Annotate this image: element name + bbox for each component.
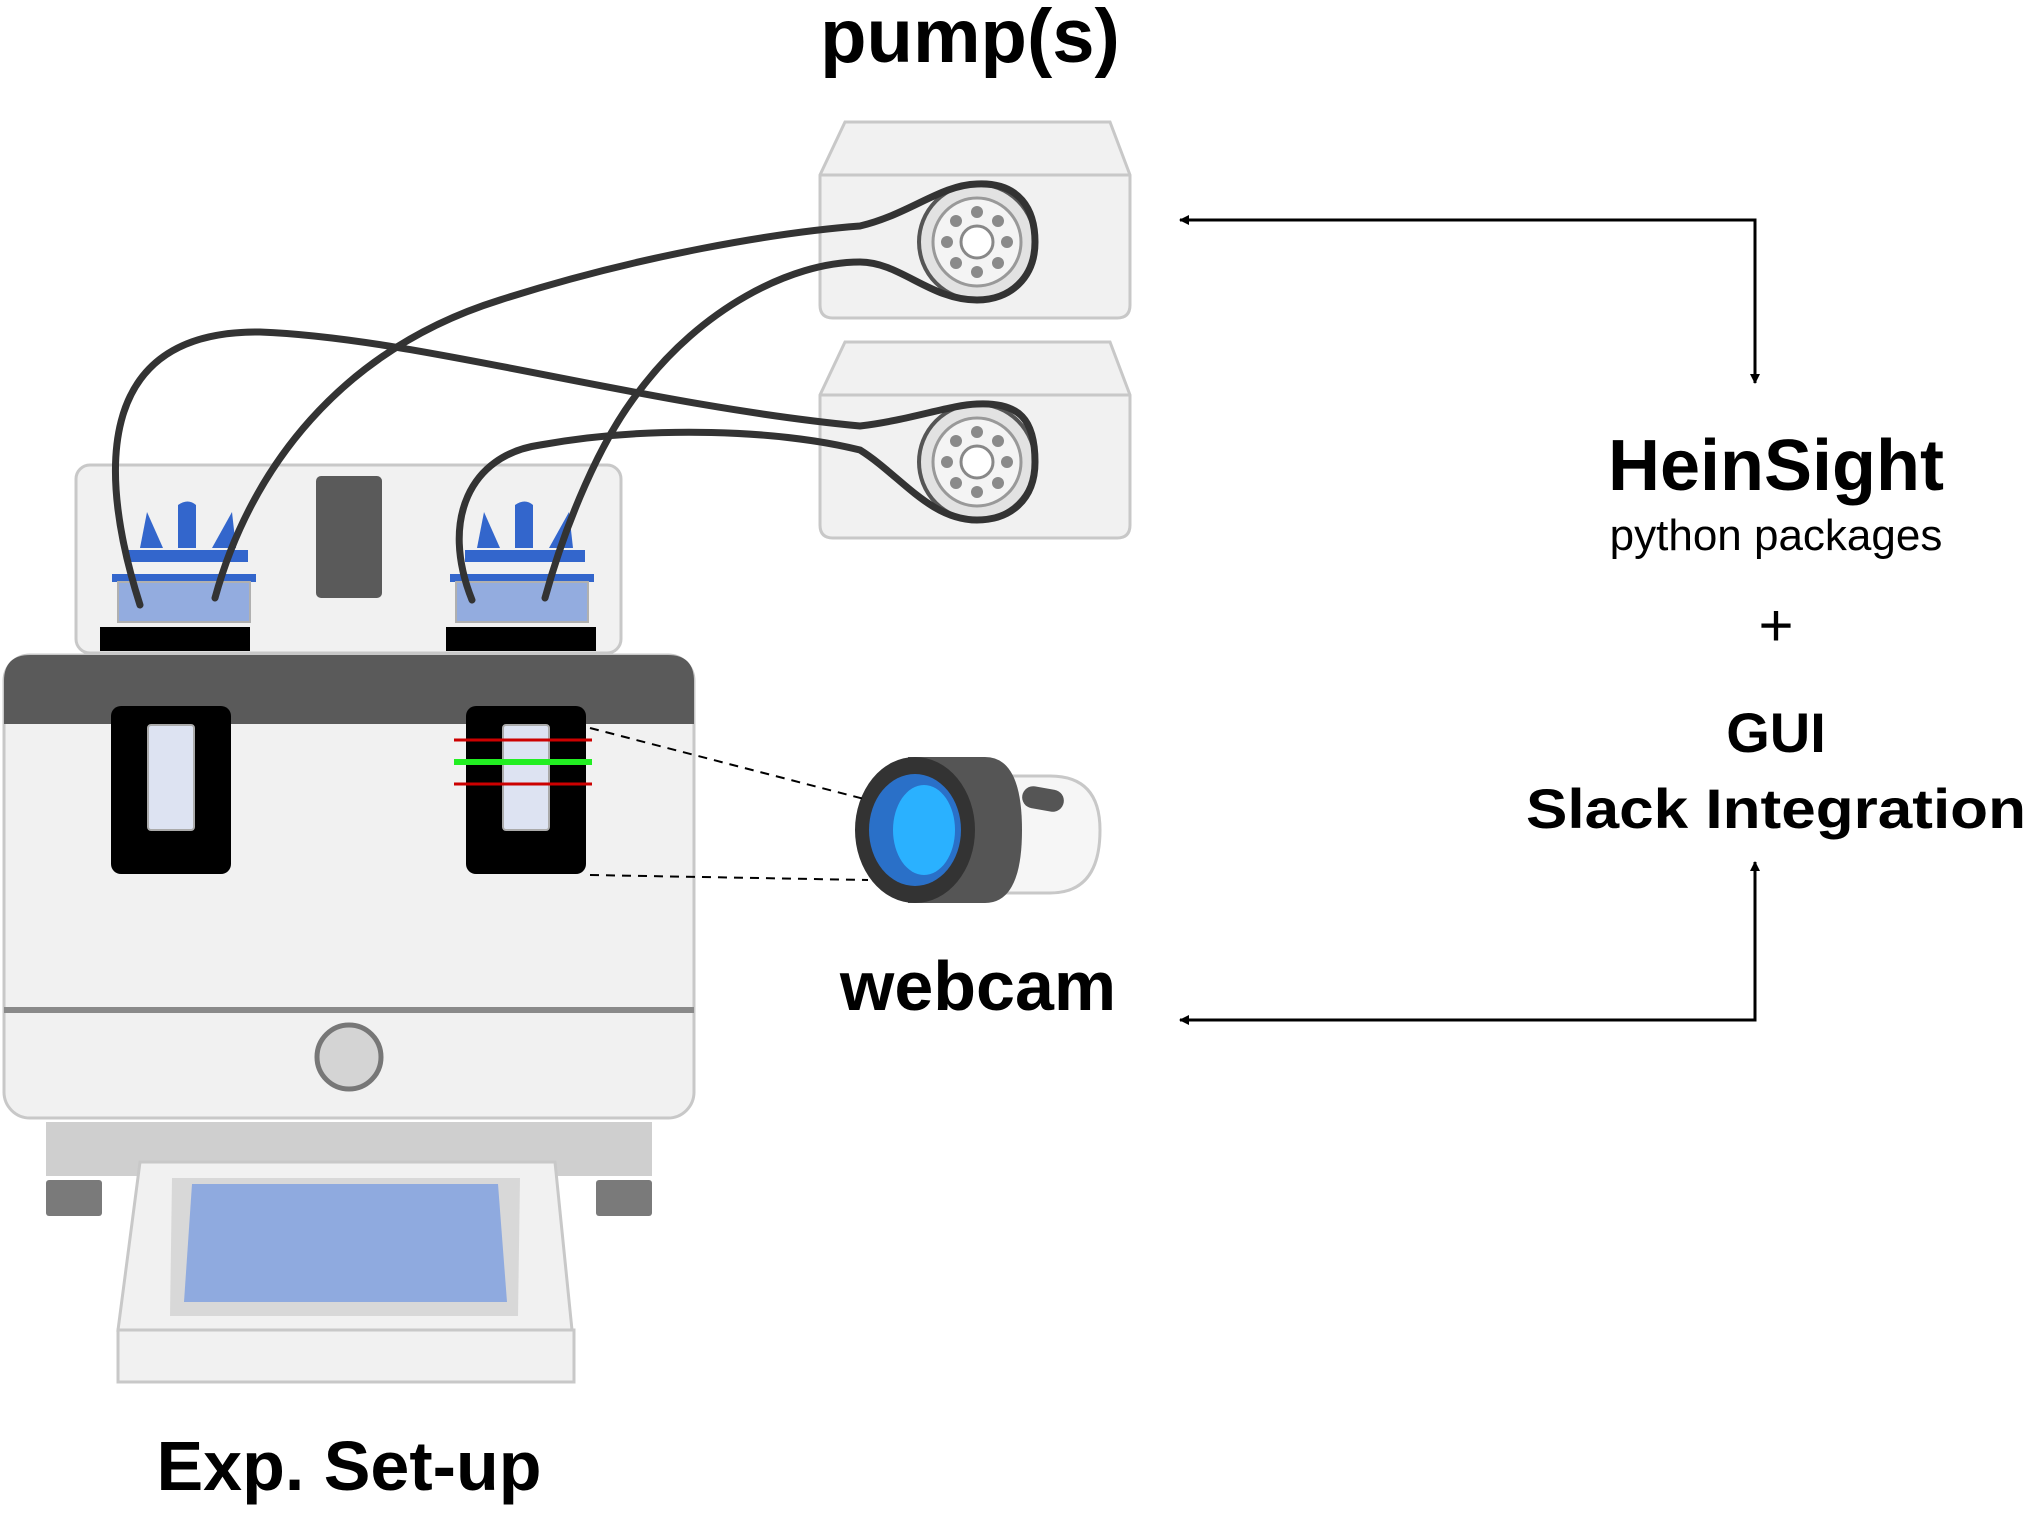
pump-rotor-icon [917, 182, 1037, 302]
slack-integration-label: Slack Integration [1526, 777, 2023, 840]
tubing [111, 180, 1039, 609]
setup-drawer-screen [184, 1184, 507, 1302]
setup-label: Exp. Set-up [156, 1427, 541, 1505]
camera-view-line-bottom [589, 874, 869, 881]
setup-knob [314, 1022, 384, 1092]
webcam-label: webcam [839, 947, 1116, 1025]
plus-sign: + [1758, 592, 1793, 659]
pump-rotor-icon [917, 402, 1037, 522]
software-subtitle: python packages [1610, 511, 1943, 560]
arrow-webcam-software [1179, 861, 1760, 1025]
webcam-icon [855, 757, 1102, 903]
setup-control-panel [316, 476, 382, 598]
gui-label: GUI [1726, 701, 1826, 764]
arrow-pumps-software [1179, 215, 1760, 384]
pump-bottom [818, 340, 1132, 540]
setup-foot-left [46, 1180, 102, 1216]
setup-foot-right [596, 1180, 652, 1216]
software-block: HeinSight python packages + GUI Slack In… [1526, 426, 2023, 840]
vial-holder-right [446, 501, 596, 651]
pumps-label: pump(s) [820, 0, 1120, 79]
software-title: HeinSight [1608, 426, 1944, 506]
pump-top [818, 120, 1132, 320]
experimental-setup [2, 463, 696, 1384]
setup-top-band [4, 655, 694, 724]
